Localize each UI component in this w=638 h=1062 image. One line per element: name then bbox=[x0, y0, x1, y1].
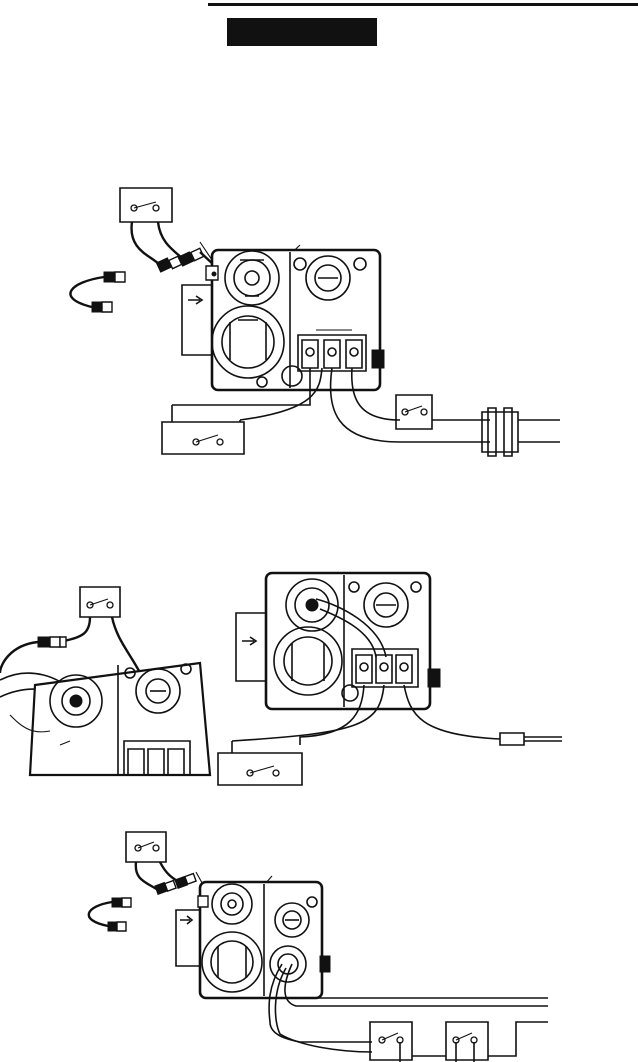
switch-box-fig1-top bbox=[120, 188, 172, 222]
figure-1-wiring-diagram bbox=[0, 180, 638, 465]
valve-cutaway-fig2 bbox=[10, 663, 210, 775]
gas-valve-fig3 bbox=[176, 882, 330, 998]
molex-connector-fig1 bbox=[156, 248, 203, 272]
wire-fig3-out bbox=[488, 1022, 548, 1056]
switch-box-fig3-top bbox=[126, 832, 166, 862]
wire-switch-right bbox=[158, 222, 182, 258]
switch-box-fig3-mid bbox=[370, 1022, 412, 1062]
switch-box-fig1-right bbox=[396, 395, 490, 429]
figure-2-wiring-diagram bbox=[0, 565, 638, 795]
thermostat-box-fig2 bbox=[218, 741, 302, 785]
sensor-probe-fig2 bbox=[500, 733, 562, 745]
jumper-harness-fig3 bbox=[89, 898, 131, 931]
wire-fig2-left-a bbox=[64, 617, 90, 641]
wire-fig2-off-left bbox=[0, 642, 38, 673]
connector-fig3 bbox=[155, 874, 196, 895]
thermostat-box-fig1 bbox=[162, 405, 244, 454]
jumper-harness-fig1 bbox=[70, 272, 125, 312]
junction-clamp-fig1 bbox=[482, 408, 560, 456]
connector-fig2-left bbox=[38, 637, 66, 647]
gas-valve-fig1 bbox=[182, 250, 384, 390]
switch-box-fig3-right bbox=[446, 1022, 488, 1062]
top-rule bbox=[208, 3, 638, 6]
gas-valve-fig2 bbox=[236, 573, 440, 709]
section-tab bbox=[227, 18, 377, 46]
switch-box-fig2-left bbox=[80, 587, 120, 617]
figure-3-wiring-diagram bbox=[0, 826, 638, 1062]
wire-switch-left bbox=[132, 222, 160, 265]
